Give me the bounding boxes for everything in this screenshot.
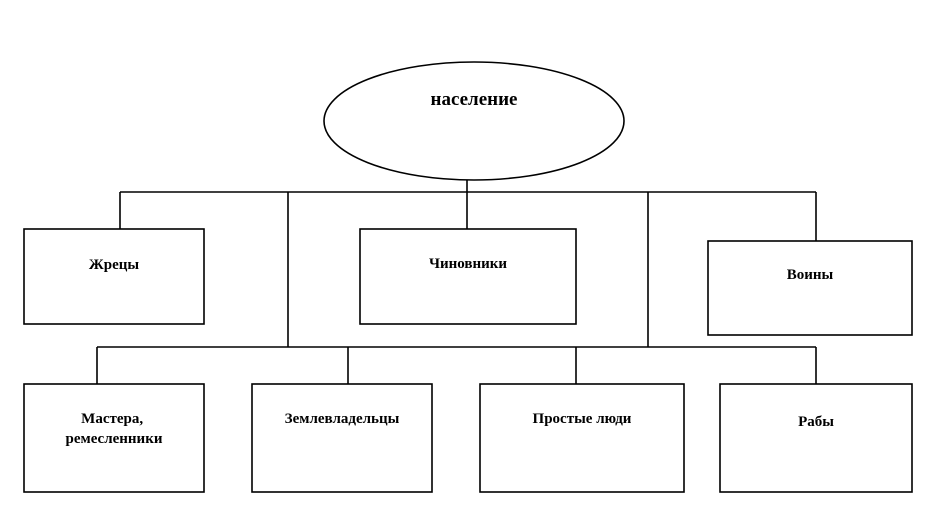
lower-node-commoners: Простые люди (479, 383, 685, 493)
craftsmen-box (23, 383, 205, 493)
upper-node-officials: Чиновники (359, 228, 577, 325)
priests-label: Жрецы (89, 257, 139, 273)
root-label: население (431, 89, 518, 110)
slaves-label-line-1: Рабы (798, 414, 834, 430)
slaves-box (719, 383, 913, 493)
warriors-box (707, 240, 913, 336)
craftsmen-label: Мастера, ремесленники (65, 411, 162, 447)
lower-node-landowners: Землевладельцы (251, 383, 433, 493)
commoners-box (479, 383, 685, 493)
craftsmen-label-line-1: Мастера, (81, 411, 143, 427)
connectors (96, 180, 817, 384)
landowners-box (251, 383, 433, 493)
lower-node-slaves: Рабы (719, 383, 913, 493)
root-ellipse (323, 61, 625, 181)
craftsmen-label-line-2: ремесленники (65, 431, 162, 447)
priests-box (23, 228, 205, 325)
slaves-label: Рабы (798, 414, 834, 430)
landowners-label-line-1: Землевладельцы (285, 411, 400, 427)
officials-box (359, 228, 577, 325)
commoners-label-line-1: Простые люди (533, 411, 632, 427)
root-node: население (323, 61, 625, 181)
warriors-label: Воины (787, 267, 834, 283)
upper-node-warriors: Воины (707, 240, 913, 336)
upper-node-priests: Жрецы (23, 228, 205, 325)
landowners-label: Землевладельцы (285, 411, 400, 427)
commoners-label: Простые люди (533, 411, 632, 427)
lower-node-craftsmen: Мастера, ремесленники (23, 383, 205, 493)
officials-label: Чиновники (429, 256, 507, 272)
